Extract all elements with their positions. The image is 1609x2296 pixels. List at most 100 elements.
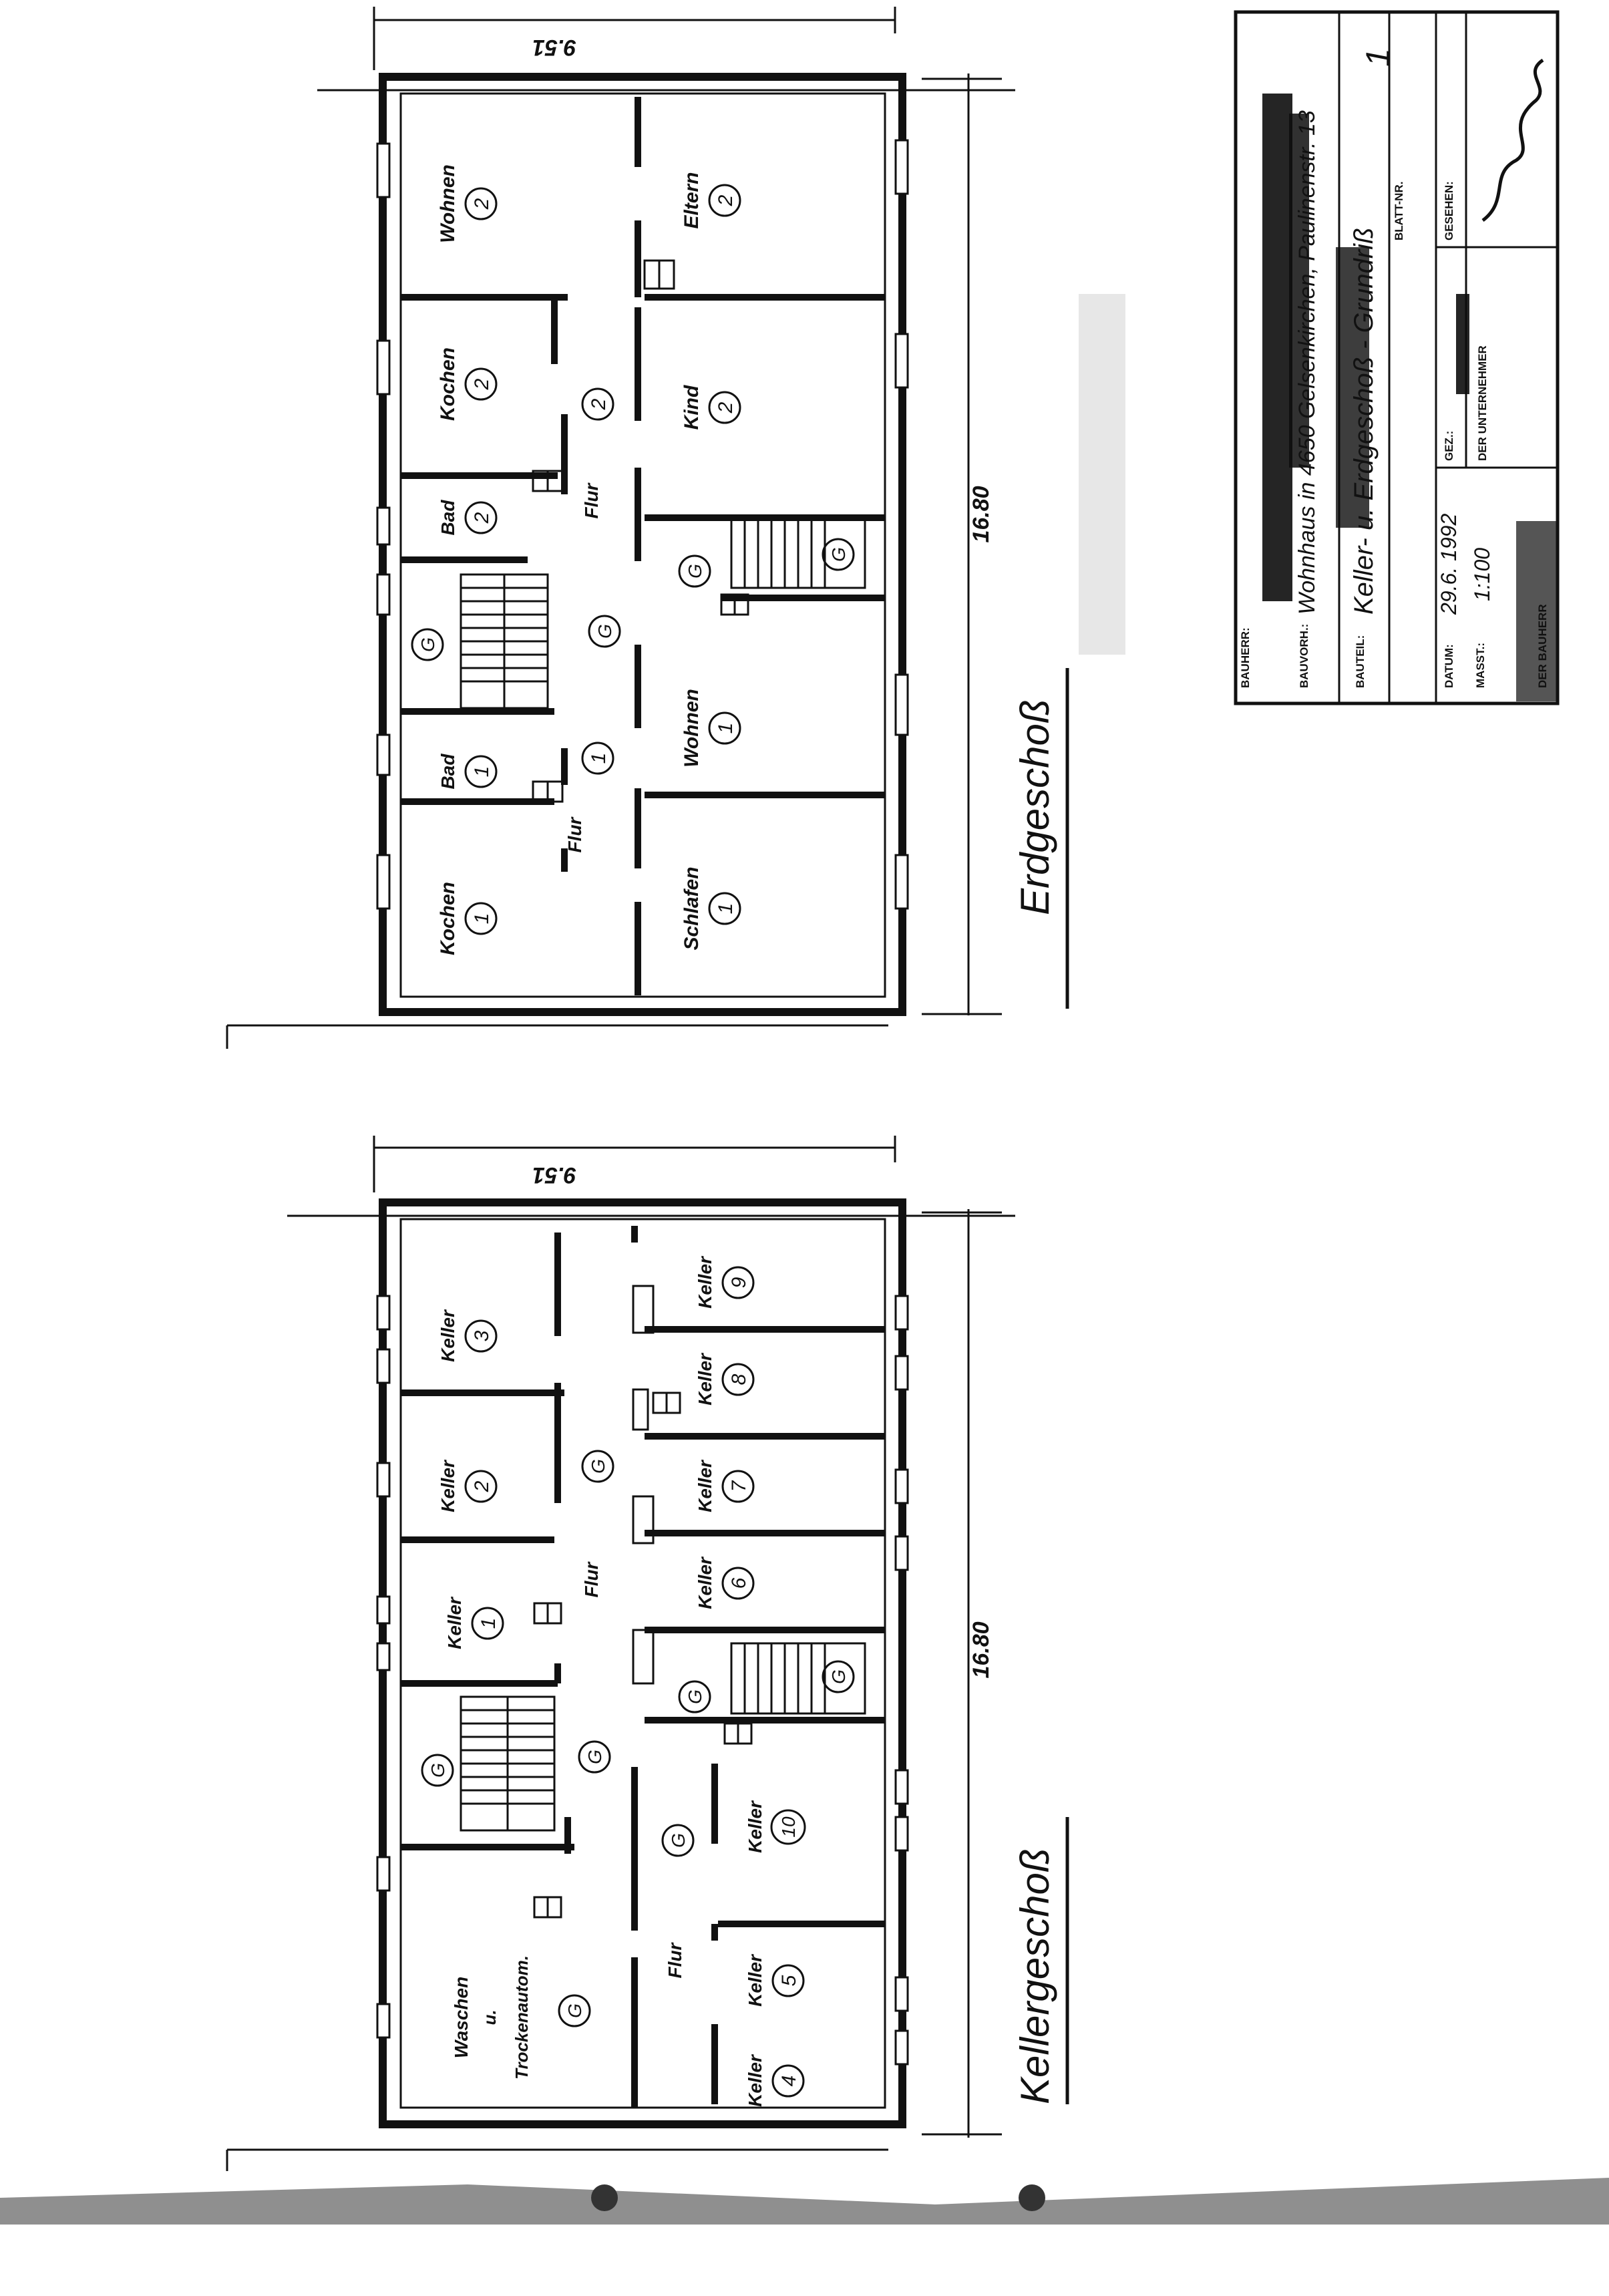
svg-text:Keller: Keller [745, 1953, 765, 2007]
cellar-inner-outline [399, 1218, 886, 2109]
ground-stair [460, 573, 549, 709]
svg-text:Kochen: Kochen [437, 882, 459, 955]
svg-text:Keller: Keller [444, 1596, 465, 1649]
label-bauvorhaben: BAUVORH.: [1298, 624, 1310, 688]
svg-text:6: 6 [728, 1577, 750, 1589]
svg-text:4: 4 [778, 2076, 800, 2087]
cellar-keller-7: Keller 7 [695, 1459, 755, 1512]
svg-text:5: 5 [778, 1975, 800, 1986]
cellar-width-dimension: 9.51 [532, 1162, 576, 1188]
svg-text:7: 7 [728, 1480, 750, 1492]
ground-stair-right [730, 516, 866, 589]
svg-text:9: 9 [728, 1277, 750, 1288]
label-der-bauherr: DER BAUHERR [1536, 604, 1549, 688]
datum-value: 29.6. 1992 [1437, 514, 1461, 615]
svg-text:Flur: Flur [665, 1941, 685, 1978]
svg-text:2: 2 [471, 512, 493, 524]
signature-scribble [1481, 58, 1544, 222]
redaction-marks [1262, 94, 1556, 701]
cellar-keller-3: Keller 3 [437, 1309, 498, 1362]
svg-text:Flur: Flur [581, 482, 602, 518]
svg-text:Keller: Keller [437, 1459, 458, 1512]
ground-length-dimension: 16.80 [968, 486, 994, 542]
room-flur-2: Flur [581, 482, 602, 518]
svg-text:G: G [564, 2003, 585, 2018]
room-wohnen-1: Wohnen 1 [681, 689, 741, 768]
svg-text:Waschen: Waschen [451, 1977, 472, 2058]
svg-text:Keller: Keller [437, 1309, 458, 1362]
svg-text:2: 2 [471, 198, 493, 210]
svg-text:Bad: Bad [437, 754, 458, 790]
room-bad-1: Bad 1 [437, 754, 498, 790]
svg-text:2: 2 [588, 398, 610, 410]
svg-text:u.: u. [480, 2009, 500, 2025]
cellar-windows [376, 1295, 909, 2066]
cellar-chimneys [533, 1391, 753, 1919]
cellar-stair [460, 1642, 866, 1832]
ground-chimneys [532, 259, 749, 803]
scan-artifacts [0, 2178, 1609, 2225]
cellar-room-labels: Keller 3 Keller 9 Keller 8 Keller 2 Kell… [437, 1255, 806, 2107]
svg-text:Wohnen: Wohnen [437, 164, 459, 243]
svg-text:Eltern: Eltern [681, 172, 703, 228]
label-unternehmer: DER UNTERNEHMER [1476, 345, 1489, 461]
room-schlafen-1: Schlafen 1 [681, 866, 741, 951]
room-bad-2: Bad 2 [437, 500, 498, 536]
room-kochen-1: Kochen 1 [437, 882, 498, 955]
svg-text:1: 1 [471, 913, 493, 925]
svg-text:Keller: Keller [695, 1352, 715, 1406]
room-flur-1: Flur [564, 816, 585, 852]
cellar-length-dimension: 16.80 [968, 1621, 994, 1678]
room-wohnen-2: Wohnen 2 [437, 164, 498, 243]
svg-text:2: 2 [715, 194, 737, 206]
room-kochen-2: Kochen 2 [437, 347, 498, 421]
svg-text:Keller: Keller [745, 2054, 765, 2107]
faded-stamp [1079, 294, 1125, 655]
blatt-nr-value: 1 [1359, 48, 1397, 67]
svg-text:Flur: Flur [581, 1561, 602, 1597]
svg-text:10: 10 [778, 1816, 799, 1838]
svg-text:G: G [417, 637, 438, 652]
cellar-dimension-lines [226, 1136, 1015, 2171]
title-block: BAUHERR: BAUVORH.: BAUTEIL: DATUM: MASST… [1234, 10, 1560, 705]
cellar-flur-b: Flur [665, 1941, 685, 1978]
svg-text:2: 2 [715, 401, 737, 414]
svg-text:Keller: Keller [695, 1556, 715, 1609]
cellar-keller-8: Keller 8 [695, 1352, 755, 1406]
svg-text:1: 1 [471, 766, 493, 778]
cellar-keller-5: Keller 5 [745, 1953, 805, 2007]
label-gesehen: GESEHEN: [1443, 181, 1455, 240]
ground-inner-outline [399, 92, 886, 998]
svg-text:2: 2 [471, 378, 493, 390]
cellar-common-markers: G G G G G G [421, 1450, 855, 1857]
cellar-title: Kellergeschoß [1013, 1848, 1057, 2104]
svg-text:1: 1 [715, 903, 737, 915]
svg-text:G: G [427, 1763, 448, 1778]
svg-text:Schlafen: Schlafen [681, 866, 703, 950]
svg-text:Kochen: Kochen [437, 347, 459, 421]
svg-text:Kind: Kind [681, 385, 703, 430]
svg-text:Bad: Bad [437, 500, 458, 536]
label-blatt-nr: BLATT-NR. [1393, 182, 1405, 240]
cellar-piers [632, 1285, 655, 1685]
ground-floor-plan: 9.51 16.80 Wohnen 2 Eltern 2 Kochen 2 Ki… [226, 7, 1069, 1049]
masstab-value: 1:100 [1470, 548, 1494, 601]
cellar-plan: 9.51 16.80 Keller 3 Keller 9 Keller 8 Ke… [226, 1136, 1069, 2171]
cellar-keller-6: Keller 6 [695, 1556, 755, 1609]
flur-2-number: 2 [581, 387, 614, 421]
label-masstab: MASST.: [1474, 643, 1487, 688]
svg-text:1: 1 [715, 723, 737, 734]
svg-text:8: 8 [728, 1373, 750, 1385]
cellar-keller-9: Keller 9 [695, 1255, 755, 1309]
cellar-keller-10: Keller 10 [745, 1800, 806, 1853]
svg-text:1: 1 [478, 1618, 500, 1629]
ground-common-markers: G G G G [411, 538, 855, 661]
cellar-keller-1: Keller 1 [444, 1596, 504, 1649]
ground-width-dimension: 9.51 [532, 35, 576, 60]
cellar-waschen: Waschen u. Trockenautom. [451, 1955, 532, 2080]
svg-text:Wohnen: Wohnen [681, 689, 703, 768]
svg-text:G: G [594, 624, 615, 639]
flur-1-number: 1 [581, 742, 614, 775]
cellar-interior-walls [401, 1226, 885, 2108]
